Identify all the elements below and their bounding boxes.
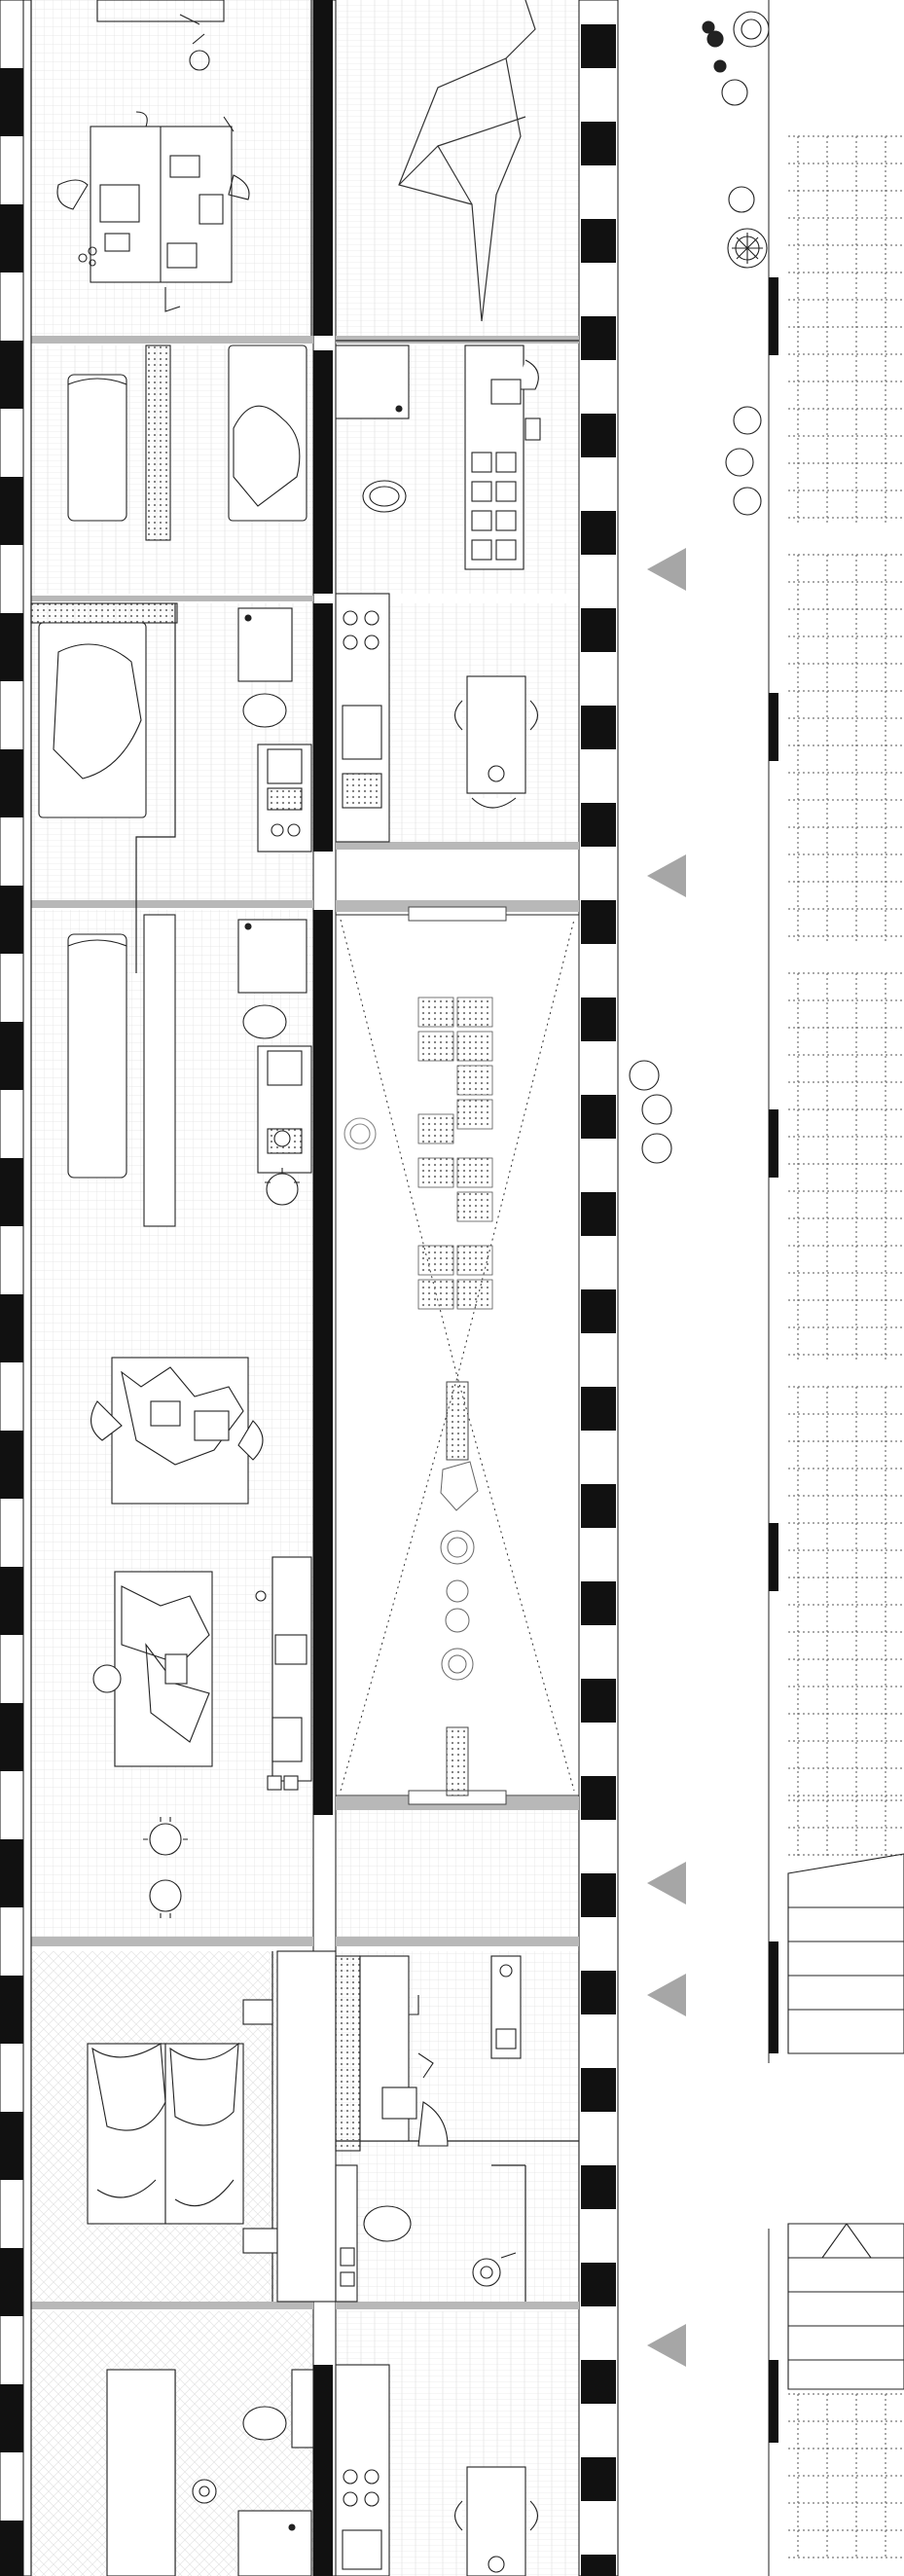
floor-panel — [456, 1099, 493, 1130]
facade-stripe — [581, 316, 616, 360]
floor-panel — [456, 1157, 493, 1188]
facade-stripe — [581, 1581, 616, 1625]
floor-panel — [417, 1279, 454, 1310]
floor-panel — [456, 997, 493, 1028]
triangle-arrow-icon — [647, 2324, 686, 2367]
plinth — [769, 1523, 778, 1591]
facade-stripe — [0, 749, 23, 817]
facade-stripe — [581, 511, 616, 555]
facade-stripe — [0, 2384, 23, 2452]
plinth — [769, 277, 778, 355]
floor-panel — [417, 1157, 454, 1188]
facade-stripe — [581, 1192, 616, 1236]
plinth — [769, 2360, 778, 2443]
facade-stripe — [581, 1095, 616, 1139]
facade-stripe — [581, 1679, 616, 1723]
facade-stripe — [581, 1776, 616, 1820]
facade-stripe — [581, 414, 616, 457]
facade-stripe — [581, 219, 616, 263]
triangle-arrow-icon — [647, 1862, 686, 1905]
facade-stripe — [581, 2263, 616, 2306]
stair-icon — [787, 1853, 904, 2390]
upper-studio — [56, 0, 250, 312]
facade-stripe — [0, 477, 23, 545]
facade-stripe — [581, 1873, 616, 1917]
open-living — [67, 914, 377, 1918]
floor-panel — [417, 1031, 454, 1062]
facade-stripe — [0, 1839, 23, 1907]
facade-stripe — [581, 706, 616, 749]
plant-icon — [702, 11, 770, 269]
floor-panel — [456, 1245, 493, 1276]
facade-stripe — [581, 608, 616, 652]
triangle-arrow-icon — [647, 1974, 686, 2016]
facade-stripe — [0, 68, 23, 136]
floor-panel — [456, 1031, 493, 1062]
facade-stripe — [0, 1158, 23, 1226]
left-facade — [0, 0, 32, 2576]
facade-stripe — [581, 1971, 616, 2014]
floor-panel — [456, 1065, 493, 1096]
facade-stripe — [0, 886, 23, 954]
plinth — [769, 1109, 778, 1178]
facade-stripe — [0, 204, 23, 272]
facade-stripe — [581, 2360, 616, 2404]
facade-stripe — [581, 24, 616, 68]
facade-stripe — [0, 2112, 23, 2180]
floor-panel — [417, 1245, 454, 1276]
triangle-arrow-icon — [647, 548, 686, 591]
facade-stripe — [0, 341, 23, 409]
facade-stripe — [581, 1289, 616, 1333]
facade-stripe — [581, 2457, 616, 2501]
facade-stripe — [0, 1431, 23, 1499]
facade-stripe — [0, 1567, 23, 1635]
atrium-void — [335, 906, 580, 1805]
facade-stripe — [0, 2248, 23, 2316]
floor-panel — [417, 997, 454, 1028]
right-facade — [578, 0, 619, 2576]
plinth — [769, 1941, 778, 2053]
triangle-arrow-icon — [647, 854, 686, 897]
bottom-units — [106, 2364, 539, 2576]
slab-lines — [31, 336, 579, 2309]
facade-stripe — [0, 1022, 23, 1090]
lower-unit — [87, 1950, 522, 2303]
unit-one — [67, 345, 541, 570]
facade-stripe — [581, 1387, 616, 1431]
facade-stripe — [0, 1976, 23, 2044]
facade-stripe — [581, 900, 616, 944]
facade-stripe — [581, 803, 616, 847]
facade-stripe — [581, 1484, 616, 1528]
plinth — [769, 693, 778, 761]
floor-panel — [456, 1279, 493, 1310]
floor-panel — [456, 1191, 493, 1222]
facade-stripe — [0, 2521, 23, 2576]
facade-stripe — [581, 2165, 616, 2209]
facade-stripe — [0, 1703, 23, 1771]
facade-stripe — [0, 613, 23, 681]
facade-stripe — [0, 1294, 23, 1362]
floor-panel — [417, 1113, 454, 1144]
facade-stripe — [581, 2555, 616, 2576]
facade-stripe — [581, 998, 616, 1041]
spine-wall — [312, 0, 337, 2576]
walkway — [629, 0, 904, 2576]
sculpture — [398, 0, 536, 322]
facade-stripe — [581, 122, 616, 165]
facade-stripe — [581, 2068, 616, 2112]
unit-two — [30, 593, 539, 853]
